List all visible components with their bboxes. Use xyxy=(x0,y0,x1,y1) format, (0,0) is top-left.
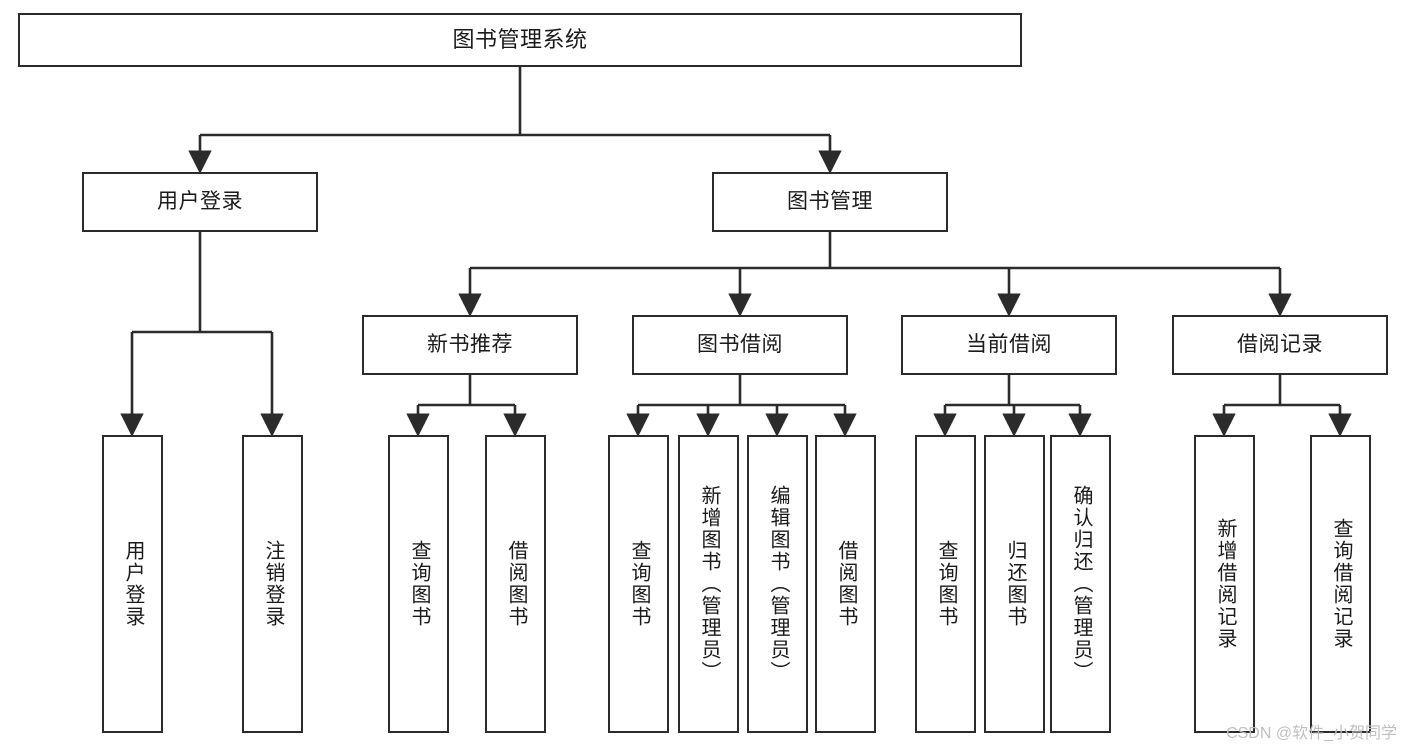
node-leaf-borrow-book-2[interactable]: 借阅图书 xyxy=(815,435,876,733)
node-leaf-return-book[interactable]: 归还图书 xyxy=(984,435,1045,733)
node-user-login-label: 用户登录 xyxy=(157,189,243,213)
node-book-borrow[interactable]: 图书借阅 xyxy=(632,315,848,375)
node-leaf-return-book-label: 归还图书 xyxy=(1004,540,1026,628)
node-leaf-query-record-label: 查询借阅记录 xyxy=(1330,518,1352,650)
node-root[interactable]: 图书管理系统 xyxy=(18,13,1022,67)
node-new-book-recommend-label: 新书推荐 xyxy=(427,332,513,356)
node-leaf-add-record[interactable]: 新增借阅记录 xyxy=(1194,435,1255,733)
node-borrow-record-label: 借阅记录 xyxy=(1237,332,1323,356)
node-leaf-borrow-book-1-label: 借阅图书 xyxy=(505,540,527,628)
node-book-manage-label: 图书管理 xyxy=(787,189,873,213)
node-leaf-borrow-book-2-label: 借阅图书 xyxy=(835,540,857,628)
node-book-borrow-label: 图书借阅 xyxy=(697,332,783,356)
node-leaf-query-book-1[interactable]: 查询图书 xyxy=(388,435,449,733)
csdn-watermark: CSDN @软件_小贺同学 xyxy=(1226,725,1397,742)
node-borrow-record[interactable]: 借阅记录 xyxy=(1172,315,1388,375)
node-book-manage[interactable]: 图书管理 xyxy=(712,172,948,232)
node-leaf-user-logout-label: 注销登录 xyxy=(262,540,284,628)
node-leaf-query-book-2[interactable]: 查询图书 xyxy=(608,435,669,733)
node-leaf-user-login[interactable]: 用户登录 xyxy=(102,435,163,733)
node-new-book-recommend[interactable]: 新书推荐 xyxy=(362,315,578,375)
node-current-borrow[interactable]: 当前借阅 xyxy=(901,315,1117,375)
node-leaf-query-book-3-label: 查询图书 xyxy=(935,540,957,628)
node-root-label: 图书管理系统 xyxy=(452,27,588,53)
node-leaf-confirm-return[interactable]: 确认归还（管理员） xyxy=(1050,435,1111,733)
node-leaf-query-record[interactable]: 查询借阅记录 xyxy=(1310,435,1371,733)
node-leaf-add-book[interactable]: 新增图书（管理员） xyxy=(678,435,739,733)
node-leaf-query-book-2-label: 查询图书 xyxy=(628,540,650,628)
node-current-borrow-label: 当前借阅 xyxy=(966,332,1052,356)
node-leaf-add-book-label: 新增图书（管理员） xyxy=(698,485,720,683)
node-leaf-user-login-label: 用户登录 xyxy=(122,540,144,628)
node-leaf-edit-book-label: 编辑图书（管理员） xyxy=(767,485,789,683)
node-leaf-confirm-return-label: 确认归还（管理员） xyxy=(1070,485,1092,683)
node-leaf-query-book-3[interactable]: 查询图书 xyxy=(915,435,976,733)
node-leaf-borrow-book-1[interactable]: 借阅图书 xyxy=(485,435,546,733)
node-leaf-add-record-label: 新增借阅记录 xyxy=(1214,518,1236,650)
node-leaf-query-book-1-label: 查询图书 xyxy=(408,540,430,628)
node-user-login[interactable]: 用户登录 xyxy=(82,172,318,232)
node-leaf-user-logout[interactable]: 注销登录 xyxy=(242,435,303,733)
node-leaf-edit-book[interactable]: 编辑图书（管理员） xyxy=(747,435,808,733)
